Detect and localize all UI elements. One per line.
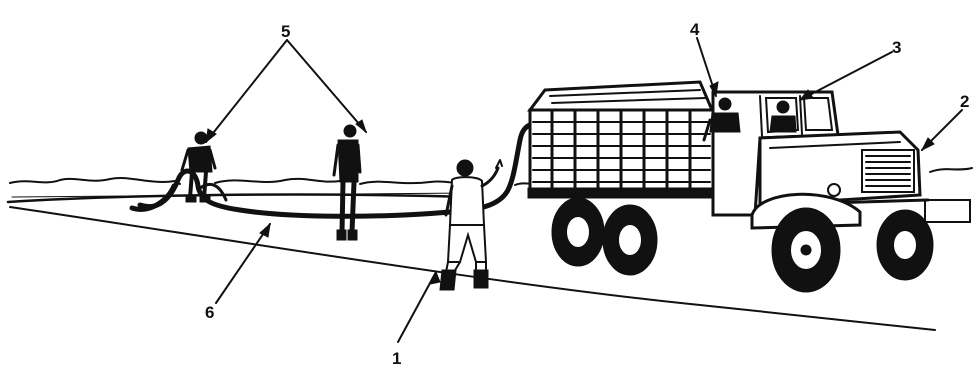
callout-3: 3 <box>892 38 901 57</box>
truck-cargo-body <box>528 82 718 198</box>
rear-wheel-1 <box>552 198 604 266</box>
ground-guide-soldier <box>440 160 502 290</box>
callout-1: 1 <box>392 349 401 368</box>
callout-5: 5 <box>281 22 290 41</box>
callout-4: 4 <box>690 20 700 39</box>
callout-2: 2 <box>960 92 969 111</box>
callout-6: 6 <box>205 303 214 322</box>
front-wheel-near <box>772 208 840 292</box>
soldier-standing-middle <box>334 125 360 240</box>
rear-wheel-2 <box>603 205 657 275</box>
tanker-truck <box>528 82 970 292</box>
front-wheel-far <box>877 210 933 280</box>
